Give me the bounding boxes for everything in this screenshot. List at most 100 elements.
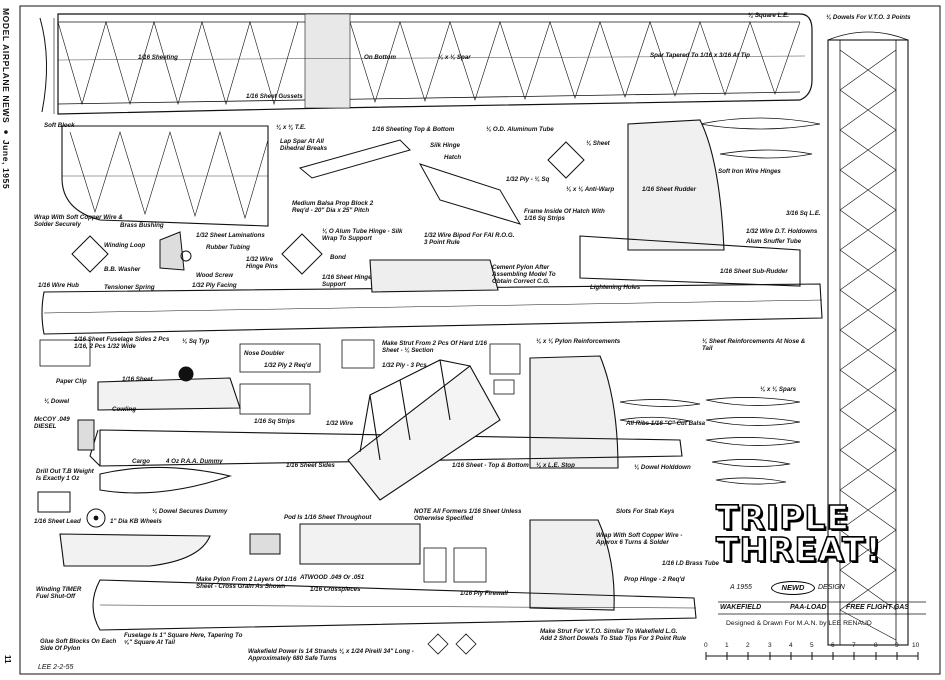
label-atwood: ATWOOD .049 Or .051 <box>300 574 365 581</box>
scale-label: 1 <box>725 642 729 649</box>
wheel <box>86 508 106 528</box>
label-sheet-hinge: 1/16 Sheet Hinge Support <box>322 274 372 288</box>
label-spar: ⅛ x ⅛ Spar <box>438 54 471 61</box>
label-anti-warp: ⅛ x ⅛ Anti-Warp <box>566 186 615 193</box>
hatch-view <box>418 163 522 225</box>
label-sheet-sub-rudder: 1/16 Sheet Sub-Rudder <box>720 268 788 275</box>
label-wire-dt: 1/32 Wire D.T. Holdowns <box>746 228 818 235</box>
title-line-2: THREAT! <box>715 530 882 569</box>
magazine-caption: MODEL AIRPLANE NEWS ● June, 1955 <box>1 8 11 190</box>
label-drill-cut: Drill Out T.B Weight Is Exactly 1 Oz <box>36 468 94 482</box>
former-small <box>39 339 91 367</box>
former-f3 <box>493 379 515 395</box>
label-crosspieces: 1/16 Crosspieces <box>310 586 361 593</box>
side-caption: MODEL AIRPLANE NEWS ● June, 1955 <box>1 8 13 668</box>
label-ply-sq: 1/32 Ply - ⅛ Sq <box>506 176 550 183</box>
stabilizer-planform <box>827 31 909 646</box>
engine <box>77 419 421 565</box>
fuselage-side <box>41 235 823 335</box>
cargo-box <box>37 491 71 513</box>
label-ply-2-reqd: 1/32 Ply 2 Req'd <box>264 362 311 369</box>
plan-title: TRIPLE THREAT! <box>715 498 886 569</box>
label-alum-hinge: ⅛ O Alum Tube Hinge - Silk Wrap To Suppo… <box>322 228 403 242</box>
label-wire-hub: 1/16 Wire Hub <box>38 282 79 289</box>
label-cement-pylon: Cement Pylon After Assembling Model To O… <box>492 264 556 285</box>
label-paa-dummy: 4 Oz P.A.A. Dummy <box>166 458 223 465</box>
label-wood-screw: Wood Screw <box>196 272 234 279</box>
label-wrap-copper: Wrap With Soft Copper Wire & Solder Secu… <box>34 214 123 228</box>
label-sheet-fuselage-sides: 1/16 Sheet Fuselage Sides 2 Pcs 1/16, 2 … <box>74 336 170 350</box>
page-number: 11 <box>3 655 12 664</box>
prop-hub <box>159 231 194 382</box>
former-f4 <box>453 547 487 583</box>
wing-tip-rib <box>39 17 47 113</box>
label-soft-iron: Soft Iron Wire Hinges <box>718 168 781 175</box>
label-sheet-sides: 1/16 Sheet Sides <box>286 462 335 469</box>
label-frame-hatch: Frame Inside Of Hatch With 1/16 Sq Strip… <box>524 208 605 222</box>
label-wire: 1/32 Wire <box>326 420 354 427</box>
scale-label: 3 <box>768 642 772 649</box>
former-f1 <box>489 343 521 375</box>
scale-label: 2 <box>746 642 750 649</box>
newd-badge: NEWD <box>771 581 815 595</box>
label-soft-block: Soft Block <box>44 122 75 129</box>
label-sheet-rudder: 1/16 Sheet Rudder <box>642 186 696 193</box>
label-tensioner: Tensioner Spring <box>104 284 155 291</box>
label-brass-bushing: Brass Bushing <box>120 222 164 229</box>
bond-detail <box>281 233 323 275</box>
label-pylon-reinf: ⅛ x ⅛ Pylon Reinforcements <box>536 338 621 345</box>
scale-label: 4 <box>789 642 793 649</box>
label-cowling: Cowling <box>112 406 137 413</box>
label-sheet-gussets: 1/16 Sheet Gussets <box>246 93 303 100</box>
label-sq-typ: ⅛ Sq Typ <box>182 338 210 345</box>
label-bb-washer: B.B. Washer <box>104 266 141 273</box>
label-ply-facing: 1/32 Ply Facing <box>192 282 237 289</box>
designer-credit: Designed & Drawn For M.A.N. by LEE RENAU… <box>726 620 872 627</box>
sheet-detail <box>547 141 585 179</box>
label-fuselage-is: Fuselage Is 1" Square Here, Tapering To … <box>124 632 243 646</box>
label-sheet-top-bottom: 1/16 Sheet - Top & Bottom <box>452 462 529 469</box>
variant-wakefield: WAKEFIELD <box>720 604 762 611</box>
scale-label: 10 <box>912 642 920 649</box>
label-sheet: 1/16 Sheet <box>122 376 153 383</box>
variant-gas: FREE FLIGHT GAS <box>846 604 909 611</box>
scale-label: 9 <box>895 642 899 649</box>
label-wrap-copper2: Wrap With Soft Copper Wire - Approx 6 Tu… <box>596 532 683 546</box>
label-paper-clip: Paper Clip <box>56 378 87 385</box>
label-sheet-1-8: ⅛ Sheet <box>586 140 610 147</box>
design-prefix: A 1955 <box>730 584 752 591</box>
label-sheeting-top-bottom: 1/16 Sheeting Top & Bottom <box>372 126 455 133</box>
sheet-border <box>19 5 941 675</box>
wing-panel-tip <box>61 125 269 227</box>
label-sq-strips: 1/16 Sq Strips <box>254 418 295 425</box>
label-dia-wheels: 1" Dia KB Wheels <box>110 518 162 525</box>
key-right <box>455 633 477 655</box>
label-winding-timer: Winding TIMER Fuel Shut-Off <box>36 586 82 600</box>
label-prop-block: Medium Balsa Prop Block 2 Req'd - 20" Di… <box>292 200 374 214</box>
date-stamp: LEE 2-2-55 <box>38 664 74 671</box>
label-dowel: ⅛ Dowel <box>44 398 70 405</box>
label-nose-doubler: Nose Doubler <box>244 350 285 357</box>
label-sheet-laminations: 1/32 Sheet Laminations <box>196 232 265 239</box>
label-spars: ⅛ x ⅛ Spars <box>760 386 797 393</box>
label-cargo: Cargo <box>132 458 150 465</box>
label-sq-le: 3/16 Sq L.E. <box>786 210 821 217</box>
hub-detail <box>71 235 109 273</box>
label-ply-firewall: 1/16 Ply Firewall <box>460 590 508 597</box>
key-left <box>427 633 449 655</box>
label-make-pylon: Make Pylon From 2 Layers Of 1/16 Sheet -… <box>196 576 297 590</box>
label-alum-snuffer: Alum Snuffer Tube <box>746 238 802 245</box>
label-ply-3-pcs: 1/32 Ply - 3 Pcs <box>382 362 427 369</box>
title-line-1: TRIPLE <box>715 498 850 537</box>
former-detail <box>341 339 375 369</box>
label-all-ribs: All Ribs 1/16 "C" Cut Balsa <box>626 420 706 427</box>
label-square-le: ¼ Square L.E. <box>748 12 789 19</box>
label-id-brass: 1/16 I.D Brass Tube <box>662 560 719 567</box>
label-bond: Bond <box>330 254 346 261</box>
scale-label: 8 <box>874 642 878 649</box>
label-slots-stab: Slots For Stab Keys <box>616 508 675 515</box>
label-wire-bipod: 1/32 Wire Bipod For FAI R.O.G. 3 Point R… <box>424 232 515 246</box>
label-spar-tapered: Spar Tapered To 1/16 x 3/16 At Tip <box>650 52 750 59</box>
label-le-stop: ⅛ x L.E. Stop <box>536 462 575 469</box>
